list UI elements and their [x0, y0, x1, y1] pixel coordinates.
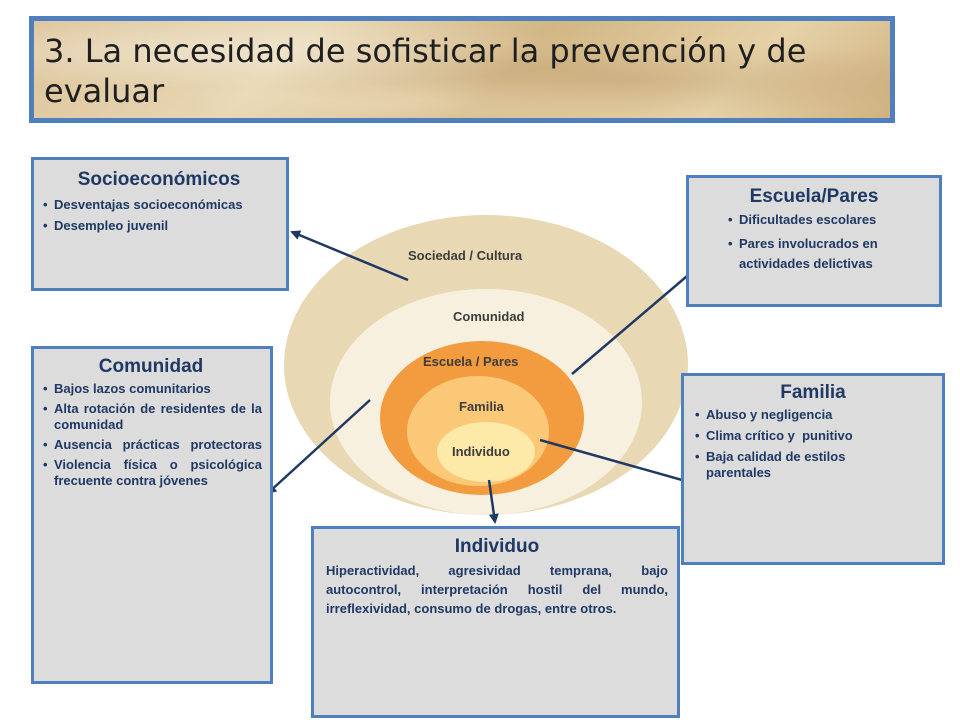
box-familia-title: Familia: [780, 382, 846, 403]
page-title: 3. La necesidad de sofisticar la prevenc…: [44, 32, 807, 110]
list-item: Desempleo juvenil: [40, 218, 278, 234]
list-item: Ausencia prácticas protectoras: [40, 437, 262, 453]
ring-individuo: [437, 422, 535, 482]
list-item: Dificultades escolares: [725, 212, 929, 228]
list-item: Baja calidad de estilos parentales: [692, 449, 934, 481]
list-item: Desventajas socioeconómicas: [40, 197, 278, 213]
label-escuela: Escuela / Pares: [423, 354, 518, 369]
arrow-to-comunidad: [266, 399, 371, 495]
arrow-to-familia: [539, 438, 709, 490]
list-item: Violencia física o psicológica frecuente…: [40, 457, 262, 489]
box-comunidad: Comunidad Bajos lazos comunitarios Alta …: [31, 346, 273, 684]
list-item: Alta rotación de residentes de la comuni…: [40, 401, 262, 433]
label-familia: Familia: [459, 399, 505, 414]
escuela-pares-list: Dificultades escolares Pares involucrado…: [725, 212, 929, 274]
label-sociedad: Sociedad / Cultura: [408, 248, 523, 263]
list-item: Pares involucrados en actividades delict…: [725, 234, 929, 274]
box-socioeconomicos-title: Socioeconómicos: [77, 169, 241, 190]
list-item: Abuso y negligencia: [692, 407, 934, 423]
box-comunidad-title: Comunidad: [98, 356, 204, 377]
list-item: Bajos lazos comunitarios: [40, 381, 262, 397]
box-familia: Familia Abuso y negligencia Clima crític…: [681, 373, 945, 565]
box-socioeconomicos: Socioeconómicos Desventajas socioeconómi…: [31, 157, 289, 291]
comunidad-list: Bajos lazos comunitarios Alta rotación d…: [40, 381, 262, 489]
label-individuo: Individuo: [452, 444, 510, 459]
box-individuo-title: Individuo: [454, 536, 540, 557]
box-individuo-text: Hiperactividad, agresividad temprana, ba…: [326, 563, 668, 616]
box-individuo: Individuo Hiperactividad, agresividad te…: [311, 526, 680, 718]
arrow-to-individuo: [487, 479, 499, 524]
box-escuela-pares-title: Escuela/Pares: [749, 186, 879, 207]
box-escuela-pares: Escuela/Pares Dificultades escolares Par…: [686, 175, 942, 307]
arrow-to-socioeconomicos: [290, 230, 409, 282]
title-banner: 3. La necesidad de sofisticar la prevenc…: [29, 16, 895, 123]
socioeconomicos-list: Desventajas socioeconómicas Desempleo ju…: [40, 197, 278, 234]
familia-list: Abuso y negligencia Clima crítico y puni…: [692, 407, 934, 481]
arrow-to-escuela: [571, 263, 702, 375]
label-comunidad: Comunidad: [453, 309, 525, 324]
list-item: Clima crítico y punitivo: [692, 428, 934, 444]
